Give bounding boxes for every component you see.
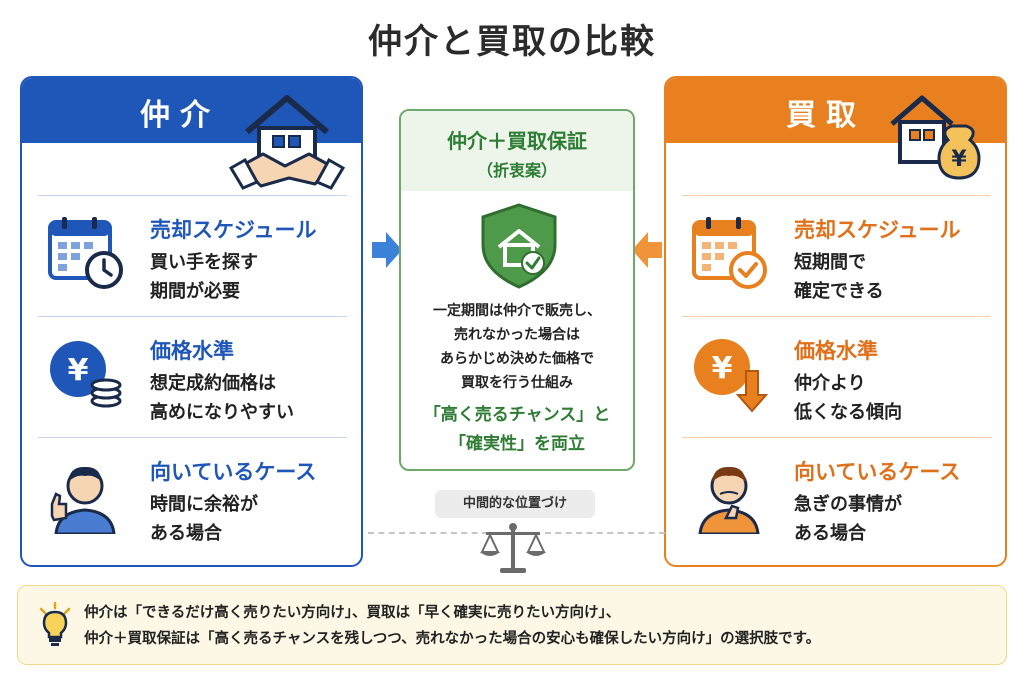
text-line: 期間が必要: [150, 281, 240, 302]
text-line: 売れなかった場合は: [454, 327, 580, 343]
svg-text:¥: ¥: [68, 353, 89, 388]
dashed-connector: [545, 532, 665, 534]
text-line: ある場合: [150, 523, 222, 544]
section-divider: [38, 195, 347, 196]
brokerage-case-section: 向いているケース 時間に余裕が ある場合: [22, 442, 361, 552]
compromise-title: 仲介＋買取保証: [447, 129, 587, 153]
purchase-case-title: 向いているケース: [794, 460, 961, 484]
section-divider: [38, 316, 347, 317]
text-line: 想定成約価格は: [150, 373, 276, 394]
balance-scale-icon: [480, 523, 546, 573]
arrow-left-icon: [632, 232, 662, 268]
purchase-price-title: 価格水準: [794, 339, 878, 363]
text-line: 急ぎの事情が: [794, 494, 902, 515]
text-line: あらかじめ決めた価格で: [440, 351, 594, 367]
text-line: 高めになりやすい: [150, 402, 294, 423]
text-line: 時間に余裕が: [150, 494, 258, 515]
brokerage-header: 仲介: [22, 78, 361, 190]
brokerage-panel: 仲介 売却スケジュール 買い手を探す: [20, 76, 363, 567]
text-line: 買い手を探す: [150, 252, 258, 273]
text-line: ある場合: [794, 523, 866, 544]
brokerage-case-title: 向いているケース: [150, 460, 317, 484]
shield-house-check-icon: [481, 203, 557, 289]
yen-down-arrow-icon: ¥: [694, 339, 768, 413]
text-line: 確定できる: [794, 281, 884, 302]
text-line: 仲介より: [794, 373, 866, 394]
purchase-schedule-section: 売却スケジュール 短期間で 確定できる: [666, 200, 1005, 310]
text-line: 低くなる傾向: [794, 402, 902, 423]
brokerage-case-text: 時間に余裕が ある場合: [150, 490, 258, 548]
person-thumbs-up-icon: [50, 466, 116, 534]
svg-text:¥: ¥: [712, 351, 733, 386]
text-line: 一定期間は仲介で販売し、: [433, 303, 601, 319]
page-title: 仲介と買取の比較: [368, 22, 656, 62]
section-divider: [38, 437, 347, 438]
house-handshake-icon: [228, 95, 346, 190]
section-divider: [682, 316, 991, 317]
text-line: 「確実性」を両立: [449, 434, 585, 454]
lightbulb-icon: [39, 602, 71, 646]
compromise-description: 一定期間は仲介で販売し、 売れなかった場合は あらかじめ決めた価格で 買取を行う…: [401, 299, 633, 395]
purchase-price-section: ¥ 価格水準 仲介より 低くなる傾向: [666, 321, 1005, 431]
purchase-title: 買取: [786, 98, 866, 133]
text-line: 「高く売るチャンス」と: [423, 405, 611, 425]
text-line: 仲介は「できるだけ高く売りたい方向け」、買取は「早く確実に売りたい方向け」、: [84, 605, 621, 621]
purchase-schedule-title: 売却スケジュール: [794, 218, 961, 242]
brokerage-schedule-section: 売却スケジュール 買い手を探す 期間が必要: [22, 200, 361, 310]
calendar-check-icon: [692, 217, 767, 289]
text-line: 短期間で: [794, 252, 866, 273]
brokerage-price-section: ¥ 価格水準 想定成約価格は 高めになりやすい: [22, 321, 361, 431]
purchase-price-text: 仲介より 低くなる傾向: [794, 369, 902, 427]
text-line: 仲介＋買取保証は「高く売るチャンスを残しつつ、売れなかった場合の安心も確保したい…: [84, 631, 821, 647]
text-line: 買取を行う仕組み: [461, 375, 573, 391]
purchase-schedule-text: 短期間で 確定できる: [794, 248, 884, 306]
summary-note: 仲介は「できるだけ高く売りたい方向け」、買取は「早く確実に売りたい方向け」、 仲…: [17, 585, 1007, 665]
arrow-right-icon: [372, 232, 402, 268]
middle-position-label: 中間的な位置づけ: [435, 490, 595, 518]
purchase-case-section: 向いているケース 急ぎの事情が ある場合: [666, 442, 1005, 552]
brokerage-price-title: 価格水準: [150, 339, 234, 363]
summary-note-text: 仲介は「できるだけ高く売りたい方向け」、買取は「早く確実に売りたい方向け」、 仲…: [84, 600, 820, 652]
purchase-header: 買取 ¥: [666, 78, 1005, 180]
house-money-bag-icon: ¥: [890, 95, 981, 180]
compromise-panel: 仲介＋買取保証 （折衷案） 一定期間は仲介で販売し、 売れなかった場合は あらか…: [399, 109, 635, 471]
yen-coins-icon: ¥: [50, 341, 122, 408]
person-thinking-icon: [698, 466, 760, 534]
compromise-highlight: 「高く売るチャンス」と 「確実性」を両立: [401, 401, 633, 459]
brokerage-price-text: 想定成約価格は 高めになりやすい: [150, 369, 294, 427]
compromise-header: 仲介＋買取保証 （折衷案）: [401, 111, 633, 191]
brokerage-schedule-text: 買い手を探す 期間が必要: [150, 248, 258, 306]
calendar-clock-icon: [48, 217, 123, 289]
dashed-connector: [368, 532, 488, 534]
compromise-subtitle: （折衷案）: [476, 161, 557, 180]
section-divider: [682, 195, 991, 196]
svg-text:¥: ¥: [951, 147, 967, 172]
brokerage-schedule-title: 売却スケジュール: [150, 218, 317, 242]
section-divider: [682, 437, 991, 438]
brokerage-title: 仲介: [140, 98, 220, 133]
purchase-case-text: 急ぎの事情が ある場合: [794, 490, 902, 548]
purchase-panel: 買取 ¥ 売却スケジュール 短期間で 確定できる: [664, 76, 1007, 567]
